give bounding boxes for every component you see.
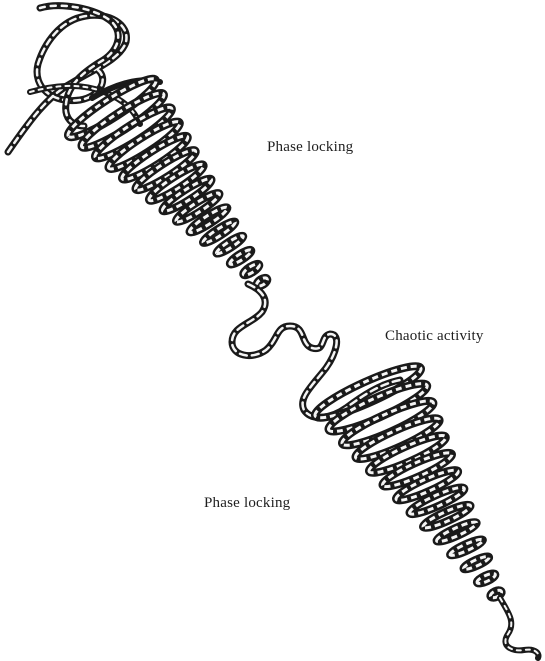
label-phase-locking-bottom: Phase locking — [204, 495, 290, 512]
lower-phase-locking-coil — [311, 359, 503, 600]
coil-turn — [105, 116, 184, 174]
label-chaotic-activity: Chaotic activity — [385, 328, 484, 345]
upper-phase-locking-coil — [63, 72, 268, 288]
label-phase-locking-top: Phase locking — [267, 139, 353, 156]
bottom-tail-ribbon — [500, 598, 538, 658]
